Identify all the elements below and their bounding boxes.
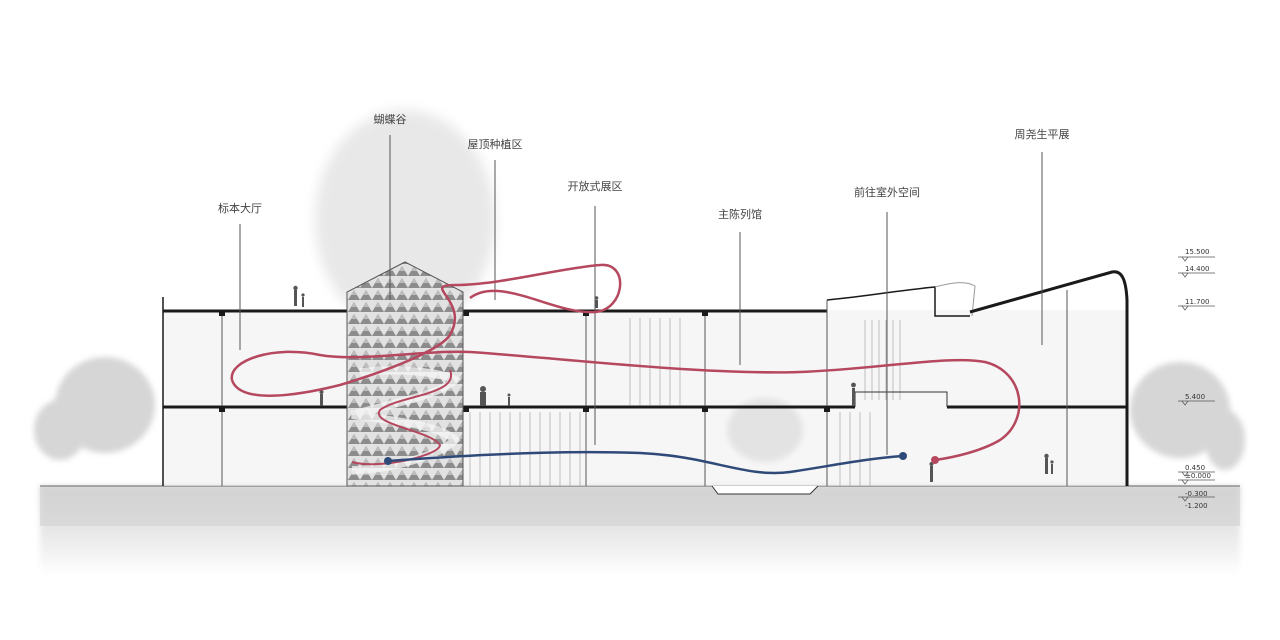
label-main-gallery: 主陈列馆 [718,207,762,221]
level-5400: 5.400 [1185,393,1205,401]
label-to-outdoor: 前往室外空间 [854,185,920,199]
label-roof-planting: 屋顶种植区 [468,137,523,151]
label-open-exhibition: 开放式展区 [568,179,623,193]
label-zhou-exhibition: 周尧生平展 [1015,127,1070,141]
mist [315,110,495,330]
level-14400: 14.400 [1185,265,1210,273]
building [162,270,1129,495]
leader-lines [239,135,1043,455]
level-neg1200: -1.200 [1185,502,1208,510]
label-butterfly-valley: 蝴蝶谷 [374,112,407,126]
ground [40,485,1240,576]
level-0450: 0.450 [1185,464,1205,472]
butterfly-valley-tower [346,261,464,487]
level-15500: 15.500 [1185,248,1210,256]
level-11700: 11.700 [1185,298,1210,306]
level-markers: 15.500 14.400 11.700 5.400 0.450 ±0.000 … [1178,248,1215,510]
level-0000: ±0.000 [1185,472,1211,480]
blue-route [384,450,907,475]
level-neg0300: -0.300 [1185,490,1208,498]
people [293,285,1054,482]
label-specimen-hall: 标本大厅 [218,201,262,215]
space-labels: 标本大厅 蝴蝶谷 屋顶种植区 开放式展区 主陈列馆 前往室外空间 周尧生平展 [218,112,1070,221]
